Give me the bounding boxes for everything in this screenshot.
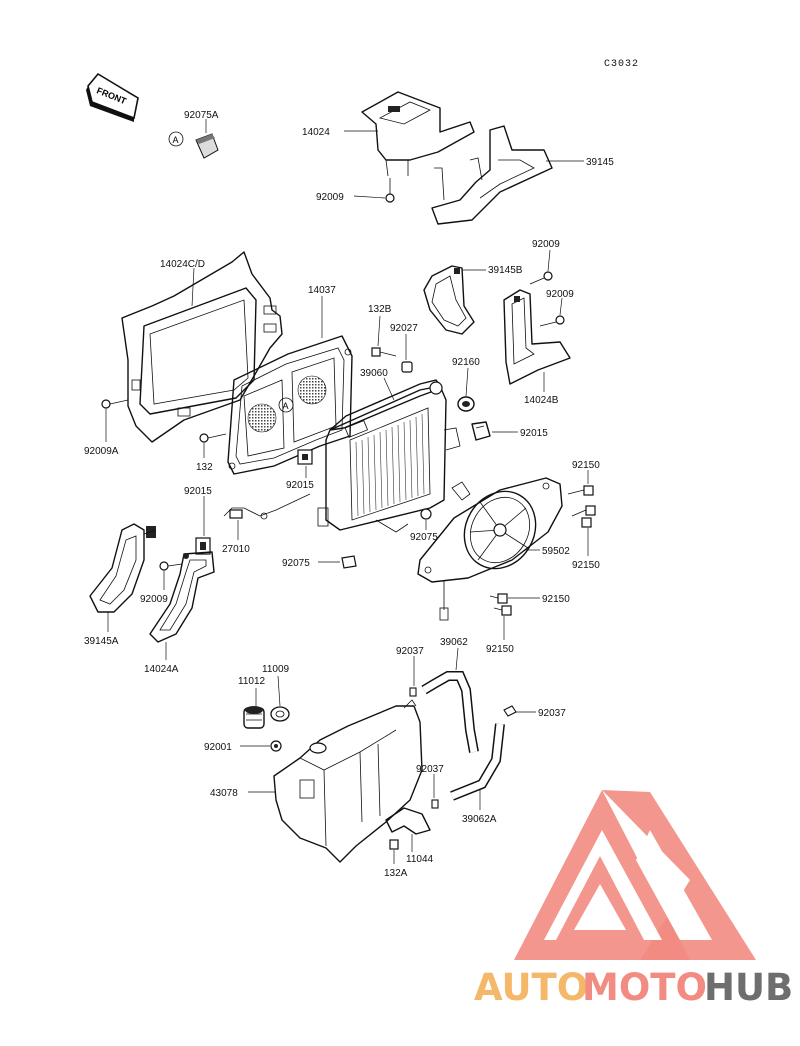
logo-text-moto: MOTO (582, 966, 707, 1009)
part-14037: A (227, 335, 353, 475)
bolts-92150-lower (489, 593, 512, 616)
label-92015-left: 92015 (184, 486, 212, 497)
label-11009: 11009 (262, 664, 290, 675)
part-39062A-hose (450, 723, 505, 801)
radiator-fins (355, 413, 425, 517)
part-43078-tank (273, 699, 423, 863)
logo-text-auto: AUTO (474, 966, 588, 1009)
part-92027 (401, 361, 413, 373)
label-39062: 39062 (440, 637, 468, 648)
label-92037-a: 92037 (396, 646, 424, 657)
label-92001: 92001 (204, 742, 232, 753)
label-92150-upper-b: 92150 (572, 560, 600, 571)
label-132B: 132B (368, 304, 392, 315)
part-59502-fan (417, 477, 563, 621)
part-92075A: A (168, 131, 219, 159)
label-14024: 14024 (302, 127, 330, 138)
label-132A: 132A (384, 868, 408, 879)
label-92015-center: 92015 (286, 480, 314, 491)
part-39145 (431, 125, 553, 225)
label-92075-right: 92075 (410, 532, 438, 543)
label-132: 132 (196, 462, 213, 473)
part-39062-hose (421, 671, 479, 753)
bolt-132 (199, 433, 227, 443)
part-14024 (361, 91, 475, 177)
bolt-92009-top (385, 178, 395, 203)
label-92009-right-b: 92009 (546, 289, 574, 300)
part-14024B (503, 289, 571, 385)
part-92015-left (195, 537, 211, 555)
label-14024A: 14024A (144, 664, 179, 675)
part-92015-center (297, 449, 313, 465)
part-92015-right (471, 421, 491, 441)
label-92160: 92160 (452, 357, 480, 368)
part-11044 (385, 807, 431, 835)
label-92150-upper-a: 92150 (572, 460, 600, 471)
label-92015-right: 92015 (520, 428, 548, 439)
ref-mark-a: A (173, 135, 179, 145)
label-14037: 14037 (308, 285, 336, 296)
label-39145B: 39145B (488, 265, 523, 276)
label-92075A: 92075A (184, 110, 219, 121)
part-27010-switch (223, 493, 311, 520)
label-92009-left: 92009 (140, 594, 168, 605)
part-39145A (89, 523, 157, 613)
label-11044: 11044 (406, 854, 434, 865)
part-92160 (457, 396, 475, 412)
diagram-code: C3032 (604, 59, 639, 70)
label-59502: 59502 (542, 546, 570, 557)
part-39145B (423, 265, 475, 335)
label-92009-right-a: 92009 (532, 239, 560, 250)
clamp-92037-a (409, 687, 417, 697)
label-39145A: 39145A (84, 636, 119, 647)
label-43078: 43078 (210, 788, 238, 799)
label-14024B: 14024B (524, 395, 559, 406)
clamp-92037-c (431, 799, 439, 809)
clamp-92037-b (503, 705, 517, 717)
part-92075-right (420, 508, 432, 520)
label-39060: 39060 (360, 368, 388, 379)
label-14024CD: 14024C/D (160, 259, 205, 270)
part-14024A (149, 551, 215, 643)
label-92037-c: 92037 (416, 764, 444, 775)
label-27010: 27010 (222, 544, 250, 555)
label-39062A: 39062A (462, 814, 497, 825)
part-39060-radiator (317, 379, 461, 533)
label-92150-lower-a: 92150 (542, 594, 570, 605)
part-11009-gasket (270, 706, 290, 722)
front-arrow-icon: FRONT (86, 72, 139, 122)
bolt-92009A (101, 399, 129, 409)
part-92001 (270, 740, 282, 752)
label-11012: 11012 (238, 676, 266, 687)
part-92075 (341, 555, 357, 569)
ref-mark-a-frame: A (283, 401, 289, 411)
bolt-92009-right-a (529, 271, 553, 285)
part-14024CD (121, 251, 283, 443)
label-92150-lower-b: 92150 (486, 644, 514, 655)
label-92009A: 92009A (84, 446, 119, 457)
bolt-92009-right-b (539, 315, 565, 327)
bolt-132A (389, 839, 399, 850)
bolt-132B (371, 347, 397, 357)
bolt-92009-left (159, 561, 183, 571)
label-92037-b: 92037 (538, 708, 566, 719)
bolts-92150-upper (567, 485, 596, 528)
automotohub-logo: AUTO MOTO HUB (474, 790, 793, 1009)
label-92027: 92027 (390, 323, 418, 334)
label-39145: 39145 (586, 157, 614, 168)
label-92075: 92075 (282, 558, 310, 569)
logo-text-hub: HUB (704, 966, 793, 1009)
part-11012-cap (243, 706, 265, 729)
label-92009-top: 92009 (316, 192, 344, 203)
